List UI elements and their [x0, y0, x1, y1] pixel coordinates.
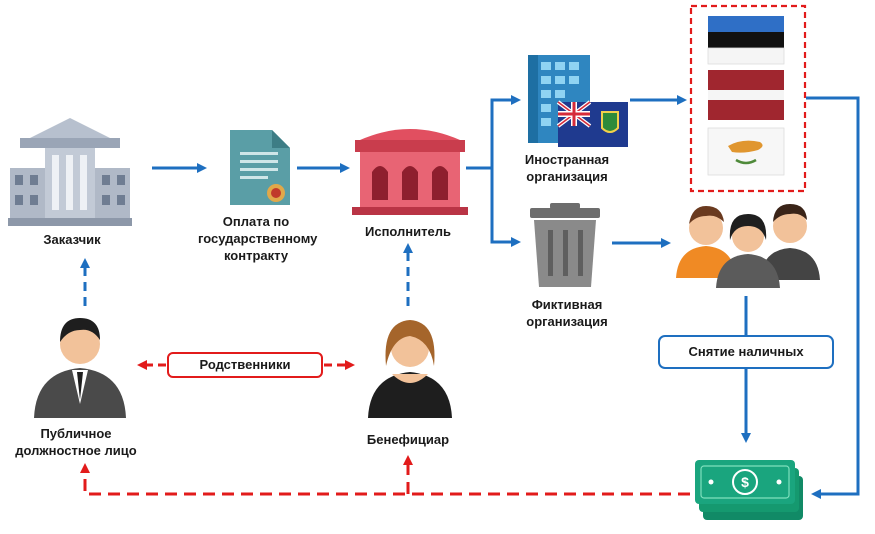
payment-label: Оплата по государственному контракту	[198, 214, 318, 263]
office-tower-icon	[528, 55, 628, 147]
beneficiary-label: Бенефициар	[366, 432, 450, 447]
arrow-jurisdictions-to-cash	[806, 96, 860, 499]
latvia-flag-icon	[708, 70, 784, 120]
contractor-building-icon	[352, 129, 468, 215]
estonia-flag-icon	[707, 16, 785, 65]
control-dashed-arrows	[80, 243, 413, 306]
money-flow-arrows	[152, 95, 860, 499]
cash-withdrawal-box: Снятие наличных	[658, 335, 834, 369]
relatives-box: Родственники	[167, 352, 323, 378]
people-group-icon	[676, 204, 820, 288]
contractor-label: Исполнитель	[365, 224, 451, 239]
beneficiary-person-icon	[368, 320, 452, 418]
fictitious-org-label: Фиктивная организация	[526, 297, 608, 329]
cash-money-icon: $	[695, 460, 803, 520]
foreign-org-label: Иностранная организация	[524, 152, 610, 184]
official-label: Публичное должностное лицо	[15, 426, 137, 458]
government-building-icon	[8, 118, 132, 226]
trash-can-icon	[530, 203, 600, 287]
cyprus-flag-icon	[707, 127, 785, 176]
arrow-contractor-branch-fictitious	[490, 168, 521, 247]
arrow-contractor-branch-foreign	[466, 95, 521, 170]
kickback-dashed-arrows	[80, 360, 690, 496]
offshore-jurisdictions-box	[689, 4, 807, 193]
svg-text:$: $	[741, 474, 749, 490]
official-person-icon	[34, 318, 126, 418]
cash-to-official-arrow	[80, 463, 690, 496]
contract-document-icon	[230, 130, 290, 205]
customer-label: Заказчик	[43, 232, 101, 247]
